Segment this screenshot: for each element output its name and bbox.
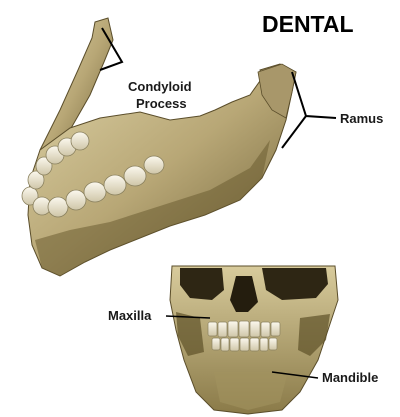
mandible-label: Mandible (322, 370, 378, 385)
ramus-leader-lower (281, 115, 307, 149)
maxilla-label: Maxilla (108, 308, 152, 323)
skull-lower-teeth (211, 337, 278, 352)
mandible-illustration (21, 17, 297, 277)
lower-teeth (21, 131, 165, 218)
chin-shape (214, 372, 288, 410)
ramus-shape (257, 63, 297, 119)
ramus-label: Ramus (340, 111, 383, 126)
upper-teeth (207, 320, 281, 338)
condyloid-label-line2: Process (136, 96, 187, 111)
maxilla-leader (165, 315, 211, 319)
condyloid-label-line1: Condyloid (128, 79, 192, 94)
cheek-shadow-right (298, 314, 330, 356)
right-eye-socket (262, 268, 328, 300)
diagram-title: DENTAL (262, 11, 354, 37)
mandible-leader (271, 371, 319, 379)
leader-lines (99, 27, 337, 379)
left-eye-socket (180, 268, 224, 300)
cheek-shadow (176, 312, 204, 356)
skull-illustration (169, 265, 339, 415)
ramus-leader (291, 71, 337, 119)
mandible-shadow-shape (35, 140, 270, 276)
condyloid-leader (99, 27, 124, 71)
nasal-cavity (230, 276, 258, 312)
